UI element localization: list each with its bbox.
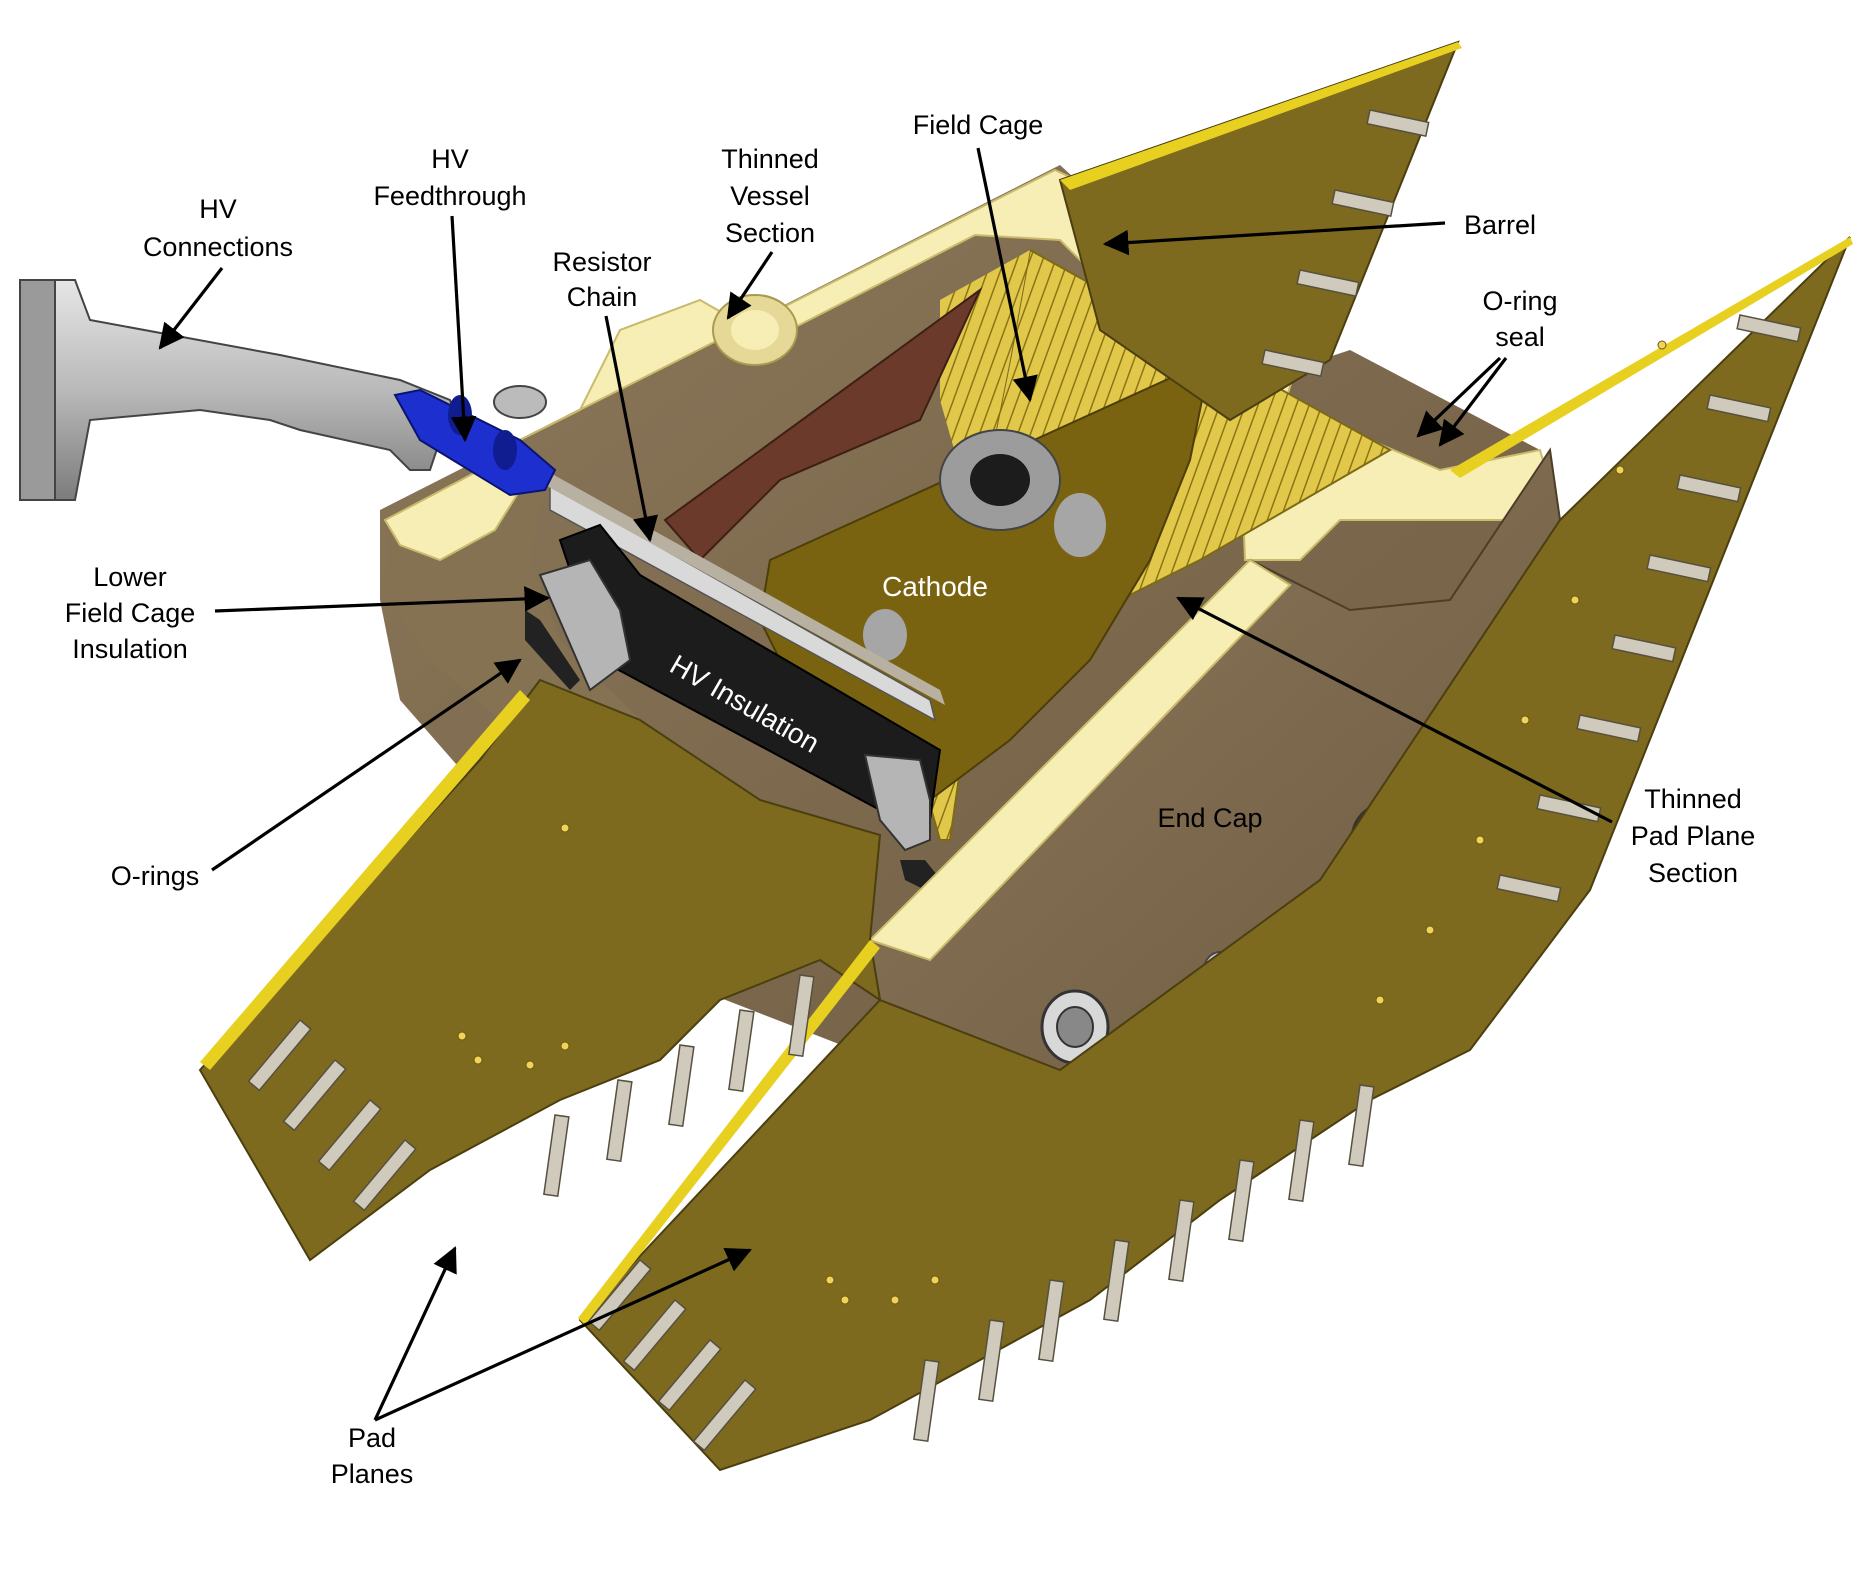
arrow-oring-seal-1 [1416, 356, 1502, 438]
hv-feedthrough-blue [393, 388, 557, 497]
svg-text:O-ring: O-ring [1482, 286, 1557, 316]
svg-text:Field Cage: Field Cage [65, 598, 196, 628]
svg-text:Feedthrough: Feedthrough [373, 181, 526, 211]
label-resistor-chain: Resistor Chain [552, 247, 651, 312]
back-pad-plane-connectors [1261, 109, 1430, 378]
svg-text:Section: Section [725, 218, 815, 248]
leader-arrows [158, 147, 1613, 1422]
label-field-cage: Field Cage [913, 110, 1044, 140]
pad-plane-front-left [198, 678, 882, 1325]
front-left-pad-plane-holes [457, 823, 570, 1070]
svg-text:Section: Section [1648, 858, 1738, 888]
cathode-label: Cathode [882, 571, 988, 602]
label-thinned-pad-plane-section: Thinned Pad Plane Section [1631, 784, 1756, 888]
arrow-thinned-vessel [726, 251, 774, 320]
svg-text:Pad Plane: Pad Plane [1631, 821, 1756, 851]
svg-text:Lower: Lower [93, 562, 167, 592]
label-pad-planes: Pad Planes [331, 1423, 414, 1489]
label-thinned-vessel-section: Thinned Vessel Section [721, 144, 819, 248]
svg-text:Chain: Chain [567, 282, 638, 312]
arrow-thinned-pad-plane [1176, 596, 1613, 824]
svg-text:seal: seal [1495, 322, 1545, 352]
lower-field-cage-insulation-left [538, 558, 632, 692]
svg-text:Resistor: Resistor [552, 247, 651, 277]
svg-text:HV: HV [431, 144, 469, 174]
svg-text:HV: HV [199, 194, 237, 224]
arrow-barrel [1102, 221, 1446, 256]
svg-text:Insulation: Insulation [72, 634, 188, 664]
svg-text:Pad: Pad [348, 1423, 396, 1453]
svg-text:Thinned: Thinned [721, 144, 819, 174]
arrow-resistor-chain [604, 315, 659, 543]
svg-text:Thinned: Thinned [1644, 784, 1742, 814]
arrow-pad-planes-right [374, 1248, 752, 1422]
label-oring-seal: O-ring seal [1482, 286, 1557, 352]
arrow-orings [211, 658, 522, 872]
svg-text:Planes: Planes [331, 1459, 414, 1489]
arrow-oring-seal-2 [1438, 357, 1508, 447]
svg-text:Field Cage: Field Cage [913, 110, 1044, 140]
front-right-pad-plane-connectors [587, 314, 1802, 1452]
oring-left [525, 610, 580, 690]
svg-text:Connections: Connections [143, 232, 293, 262]
pad-plane-back [1058, 40, 1462, 422]
front-left-pad-plane-connectors [247, 974, 815, 1212]
label-orings: O-rings [111, 861, 200, 891]
hv-connector [19, 279, 557, 501]
arrow-field-cage [976, 147, 1038, 403]
end-cap-label: End Cap [1157, 803, 1262, 833]
arrow-lower-fc-insulation [214, 586, 551, 613]
label-hv-feedthrough: HV Feedthrough [373, 144, 526, 211]
arrow-hv-connections [158, 267, 224, 350]
lower-field-cage-insulation-right [863, 753, 931, 852]
front-right-pad-plane-holes [825, 340, 1667, 1305]
hv-insulation: HV Insulation [525, 523, 945, 895]
label-barrel: Barrel [1464, 210, 1536, 240]
arrow-pad-planes-left [373, 1246, 457, 1421]
label-lower-field-cage-insulation: Lower Field Cage Insulation [65, 562, 196, 664]
svg-text:O-rings: O-rings [111, 861, 200, 891]
pad-plane-front-right [578, 236, 1853, 1472]
svg-text:Barrel: Barrel [1464, 210, 1536, 240]
arrow-hv-feedthrough [450, 215, 477, 443]
svg-text:Vessel: Vessel [730, 181, 810, 211]
label-hv-connections: HV Connections [143, 194, 293, 262]
